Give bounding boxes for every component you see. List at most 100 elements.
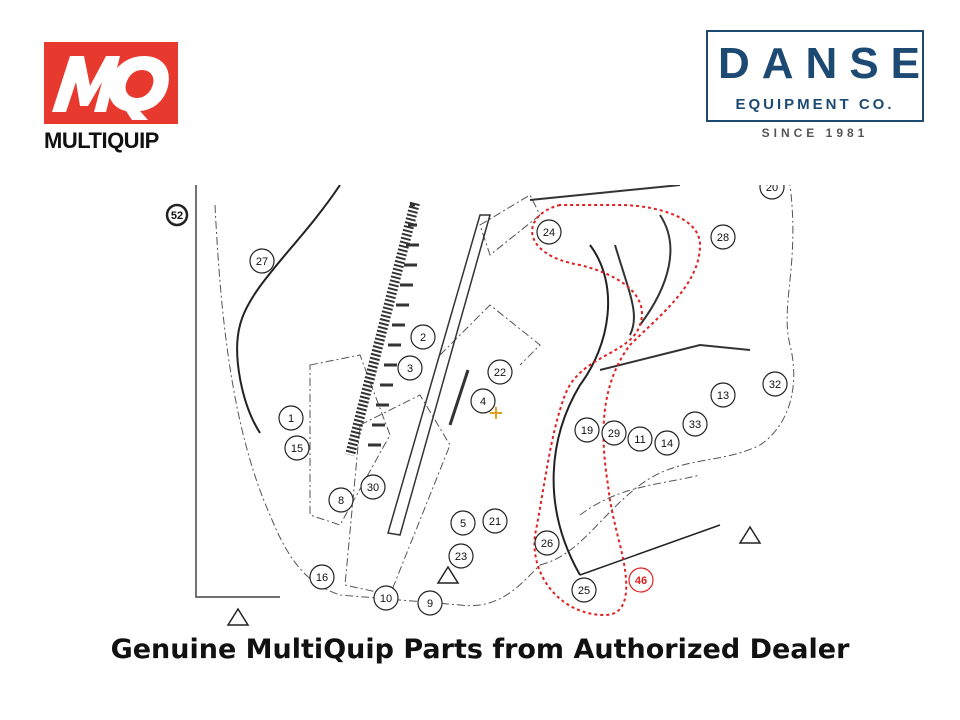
callout-label: 33 <box>689 419 701 431</box>
callout-33: 33 <box>682 411 708 437</box>
callout-9: 9 <box>417 590 443 616</box>
callout-13: 13 <box>710 382 736 408</box>
callout-circle <box>360 474 386 500</box>
callout-30: 30 <box>360 474 386 500</box>
callout-circle <box>682 411 708 437</box>
callout-5: 5 <box>450 510 476 536</box>
callout-circle <box>448 543 474 569</box>
callout-label: 27 <box>256 256 268 268</box>
callout-label: 11 <box>634 434 645 446</box>
callout-label: 5 <box>460 518 466 530</box>
callout-label: 20 <box>766 185 778 194</box>
callout-label: 22 <box>494 367 506 379</box>
callout-circle <box>628 567 654 593</box>
callout-label: 3 <box>407 363 413 375</box>
callout-circle <box>450 510 476 536</box>
callout-label: 29 <box>608 428 620 440</box>
callout-label: 19 <box>581 425 593 437</box>
callout-circle <box>534 530 560 556</box>
danse-since: SINCE 1981 <box>761 126 869 140</box>
callout-circle <box>627 426 653 452</box>
callout-10: 10 <box>373 585 399 611</box>
callout-label: 9 <box>427 598 433 610</box>
crosshair-marker <box>490 407 502 419</box>
callout-label: 8 <box>338 495 344 507</box>
tube-30 <box>387 214 491 536</box>
boundary-outlines <box>214 185 795 607</box>
warning-icon <box>738 525 762 544</box>
callout-label: 16 <box>316 572 328 584</box>
callout-26: 26 <box>534 530 560 556</box>
callout-circle <box>417 590 443 616</box>
callout-14: 14 <box>654 430 680 456</box>
callout-circle <box>759 185 785 200</box>
callout-label: 13 <box>717 390 729 402</box>
callout-label: 46 <box>635 575 647 587</box>
callout-28: 28 <box>710 224 736 250</box>
callout-circle <box>601 420 627 446</box>
callout-circle <box>309 564 335 590</box>
caption: Genuine MultiQuip Parts from Authorized … <box>110 634 850 665</box>
callout-15: 15 <box>284 435 310 461</box>
danse-logo-box: DANSE EQUIPMENT CO. <box>706 30 924 122</box>
callout-circle <box>284 435 310 461</box>
callout-52: 52 <box>165 203 189 227</box>
callout-label: 24 <box>543 227 555 239</box>
multiquip-logo: MULTIQUIP <box>44 42 184 154</box>
callout-label: 10 <box>380 593 392 605</box>
cable-26 <box>552 244 610 576</box>
callout-label: 26 <box>541 538 553 550</box>
callout-20: 20 <box>759 185 785 200</box>
callout-circle <box>574 417 600 443</box>
callout-29: 29 <box>601 420 627 446</box>
throttle-linkage <box>599 343 751 371</box>
callout-4: 4 <box>470 388 496 414</box>
spring-part <box>345 201 420 457</box>
callout-circle <box>487 359 513 385</box>
danse-logo: DANSE EQUIPMENT CO. SINCE 1981 <box>706 30 928 142</box>
callout-circle <box>165 203 189 227</box>
callout-24: 24 <box>536 219 562 245</box>
multiquip-wordmark: MULTIQUIP <box>44 128 159 153</box>
callout-label: 4 <box>480 396 486 408</box>
callout-11: 11 <box>627 426 653 452</box>
callout-label: 32 <box>769 379 781 391</box>
callout-27: 27 <box>249 248 275 274</box>
callout-label: 2 <box>420 332 426 344</box>
callout-circle <box>410 324 436 350</box>
callout-circle <box>397 355 423 381</box>
danse-name: DANSE <box>718 39 933 88</box>
callout-19: 19 <box>574 417 600 443</box>
warning-icon <box>436 565 460 584</box>
rod-4 <box>448 369 470 426</box>
warning-triangles <box>226 525 762 626</box>
callout-circle <box>482 508 508 534</box>
callout-label: 21 <box>489 516 501 528</box>
callout-2: 2 <box>410 324 436 350</box>
frame-line <box>195 185 280 598</box>
callout-1: 1 <box>278 405 304 431</box>
callout-label: 25 <box>578 585 590 597</box>
cable-26-tail <box>579 524 721 576</box>
highlight-46 <box>531 204 702 617</box>
callout-circle <box>710 382 736 408</box>
callout-label: 1 <box>288 413 294 425</box>
callout-label: 14 <box>661 438 673 450</box>
callout-circle <box>536 219 562 245</box>
callout-label: 15 <box>291 443 303 455</box>
callout-circle <box>328 487 354 513</box>
multiquip-mark <box>44 42 178 124</box>
cable-27 <box>236 185 341 434</box>
callout-8: 8 <box>328 487 354 513</box>
callout-25: 25 <box>571 577 597 603</box>
callout-22: 22 <box>487 359 513 385</box>
callout-label: 28 <box>717 232 729 244</box>
callout-circle <box>249 248 275 274</box>
callout-32: 32 <box>762 371 788 397</box>
callout-circle <box>762 371 788 397</box>
callout-circle <box>373 585 399 611</box>
callout-circle <box>470 388 496 414</box>
callout-label: 30 <box>367 482 379 494</box>
callout-label: 23 <box>455 551 467 563</box>
